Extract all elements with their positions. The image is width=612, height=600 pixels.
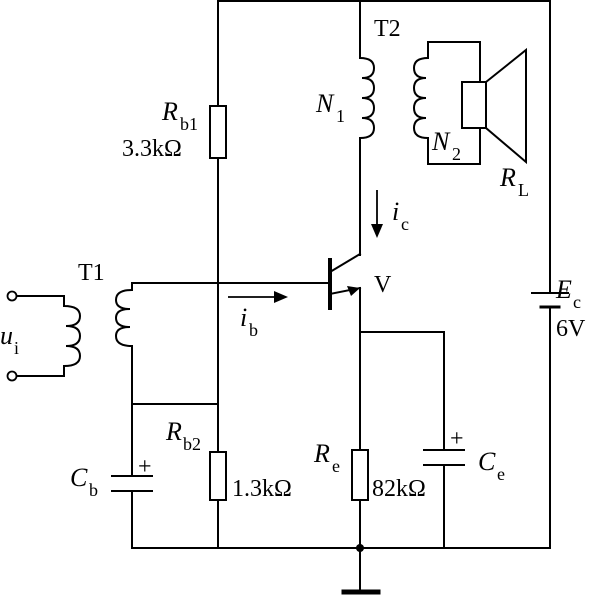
label-rb1-value: 3.3kΩ: [122, 136, 182, 162]
label-t2: T2: [374, 16, 401, 42]
labels: T2 N 1 N 2 R L R b1 3.3kΩ i c V T1 i b u…: [0, 16, 586, 502]
wires: [131, 0, 551, 595]
label-rb1-sub: b1: [180, 114, 198, 134]
capacitors: [111, 449, 465, 492]
label-n1-sub: 1: [336, 106, 345, 126]
label-ic-symbol: i: [392, 197, 399, 226]
speaker-cone: [485, 47, 527, 165]
t1-primary-coil: [63, 295, 82, 377]
input-terminal-top: [6, 290, 18, 302]
label-cb-symbol: C: [70, 463, 88, 492]
label-ib-symbol: i: [240, 303, 247, 332]
label-rl-sub: L: [518, 180, 529, 200]
label-ce-plus: +: [450, 426, 464, 452]
label-ic-sub: c: [401, 214, 409, 234]
label-rb2-symbol: R: [165, 417, 182, 446]
transistor-collector-lead: [328, 252, 362, 274]
label-cb-plus: +: [138, 454, 152, 480]
ground-junction-dot: [356, 544, 364, 552]
wire-n2-top: [427, 41, 481, 83]
label-rb1-symbol: R: [161, 97, 178, 126]
label-ec-value: 6V: [556, 316, 586, 342]
wire-n2-bottom: [427, 127, 481, 165]
ib-arrow-head: [274, 291, 288, 303]
label-rl-symbol: R: [499, 163, 516, 192]
label-ce-symbol: C: [478, 447, 496, 476]
label-n2-sub: 2: [452, 144, 461, 164]
resistors: [209, 105, 369, 501]
label-n1-symbol: N: [315, 89, 335, 118]
ic-arrow-head: [371, 224, 383, 238]
label-n2-symbol: N: [431, 127, 451, 156]
label-rb2-value: 1.3kΩ: [232, 476, 292, 502]
transistor-v: [328, 252, 362, 310]
input-terminal-bottom: [6, 370, 18, 382]
label-ec-sub: c: [573, 292, 581, 312]
t2-primary-coil: [358, 56, 376, 140]
resistor-rb1: [209, 105, 227, 159]
label-ui-symbol: u: [0, 321, 13, 350]
label-ec-symbol: E: [555, 275, 572, 304]
label-rb2-sub: b2: [183, 434, 201, 454]
label-ce-sub: e: [497, 464, 505, 484]
label-transistor-v: V: [374, 272, 392, 298]
transistor-emitter-arrow: [347, 286, 360, 296]
resistor-re: [351, 449, 369, 501]
label-cb-sub: b: [89, 480, 98, 500]
t1-secondary-coil: [114, 288, 134, 348]
speaker-magnet: [461, 81, 487, 129]
label-re-sub: e: [332, 456, 340, 476]
output-transformer-t2: [358, 41, 481, 165]
label-t1: T1: [78, 260, 105, 286]
label-re-symbol: R: [313, 439, 330, 468]
label-ui-sub: i: [14, 338, 19, 358]
t2-secondary-coil: [412, 56, 430, 140]
input-transformer-t1: [6, 288, 134, 382]
battery-ec: [531, 292, 569, 309]
resistor-rb2: [209, 451, 227, 501]
current-arrows: [228, 190, 383, 303]
label-ib-sub: b: [249, 320, 258, 340]
loudspeaker-rl: [461, 47, 527, 165]
label-re-value: 82kΩ: [372, 476, 426, 502]
